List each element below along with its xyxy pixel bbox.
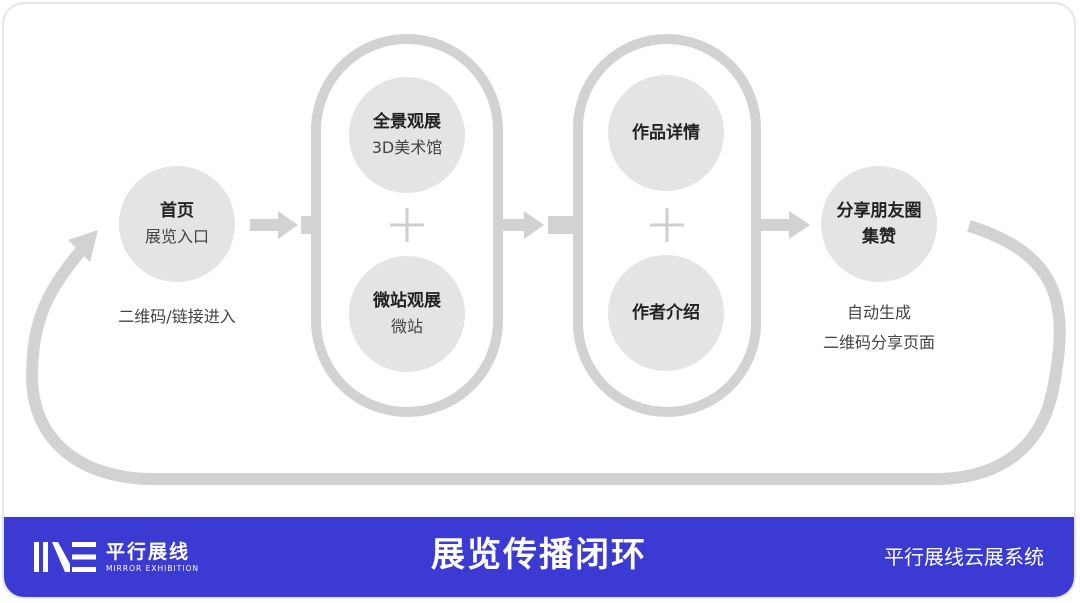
- node-share: 分享朋友圈 集赞: [821, 166, 937, 282]
- brand-logo: 平行展线 MIRROR EXHIBITION: [32, 538, 199, 576]
- arrow2-head: [524, 211, 544, 239]
- share-caption: 自动生成 二维码分享页面: [794, 298, 964, 358]
- capsule-detail: [573, 34, 761, 417]
- share-caption-line2: 二维码分享页面: [822, 333, 935, 352]
- arrow1-shaft: [250, 219, 278, 231]
- node-micro-site-title: 微站观展: [373, 291, 441, 311]
- loop-back-line: [25, 220, 1066, 485]
- node-micro-site: 微站观展 微站: [349, 256, 465, 372]
- brand-name-en: MIRROR EXHIBITION: [106, 563, 199, 573]
- brand-name-cn: 平行展线: [106, 540, 191, 563]
- node-home-title: 首页: [160, 201, 194, 221]
- node-share-title-line2: 集赞: [862, 227, 896, 247]
- node-home-subtitle: 展览入口: [144, 227, 209, 246]
- node-micro-site-subtitle: 微站: [390, 317, 423, 336]
- footer-system-name: 平行展线云展系统: [884, 545, 1044, 569]
- node-artwork-detail-title: 作品详情: [632, 123, 700, 143]
- arrow1-head: [278, 211, 298, 239]
- capsule-view: [311, 34, 503, 417]
- arrow3-shaft: [759, 219, 789, 231]
- home-caption: 二维码/链接进入: [118, 307, 236, 326]
- node-artwork-detail: 作品详情: [608, 75, 724, 191]
- footer-title: 展览传播闭环: [431, 535, 647, 575]
- loop-back-arrowhead: [68, 230, 98, 262]
- node-home: 首页 展览入口: [119, 166, 235, 282]
- brand-mark-icon: [34, 542, 96, 572]
- node-author-intro: 作者介绍: [608, 255, 724, 371]
- plus-icon-left: [390, 208, 424, 242]
- node-panorama-title: 全景观展: [373, 112, 441, 132]
- arrow1-stub: [301, 216, 313, 234]
- arrow3-head: [789, 211, 810, 239]
- node-panorama-subtitle: 3D美术馆: [371, 138, 443, 157]
- arrow2-stub: [548, 216, 574, 234]
- node-panorama: 全景观展 3D美术馆: [349, 77, 465, 193]
- footer-bar: 平行展线 MIRROR EXHIBITION 展览传播闭环 平行展线云展系统: [4, 517, 1074, 597]
- arrow2-shaft: [501, 219, 524, 231]
- node-share-title-line1: 分享朋友圈: [836, 201, 922, 221]
- plus-icon-right: [650, 208, 684, 242]
- node-author-intro-title: 作者介绍: [632, 303, 700, 323]
- share-caption-line1: 自动生成: [846, 303, 911, 322]
- flow-lines: [25, 34, 1066, 485]
